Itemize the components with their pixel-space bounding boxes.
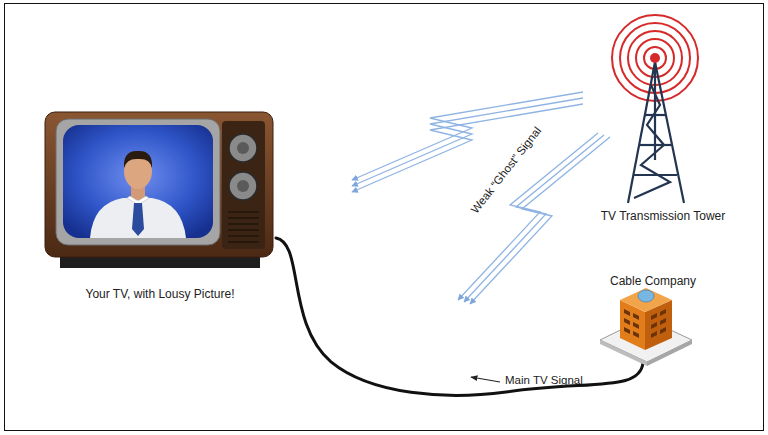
tv-set: Your TV, with Lousy Picture! [44, 110, 276, 305]
tower-lattice [628, 62, 684, 203]
tv-speaker-grille [228, 212, 259, 242]
node-caption: Your TV, with Lousy Picture! [24, 287, 296, 301]
tower-illustration [612, 15, 698, 203]
frame-border [5, 4, 764, 431]
direction-arrow [471, 377, 500, 382]
presenter-hair [124, 151, 152, 168]
presenter-tie [132, 203, 144, 236]
tv-control-panel [222, 121, 265, 249]
tv-screen [63, 125, 213, 238]
ghost-signal-bolt [352, 92, 583, 192]
tv-knob [229, 134, 257, 162]
cable-building-illustration [600, 288, 692, 366]
cable-company: Cable Company [606, 268, 700, 362]
tv-cabinet [45, 112, 273, 257]
building-windows [624, 309, 666, 338]
tv-bezel [56, 119, 220, 245]
tv-knob [229, 172, 257, 200]
edge-label: Main TV Signal [505, 373, 583, 387]
node-caption: TV Transmission Tower [578, 209, 748, 223]
signal-label: Weak “Ghost” Signal [468, 124, 544, 216]
node-caption: Cable Company [586, 274, 720, 288]
building-dome [638, 290, 654, 302]
signal-cable [276, 238, 643, 395]
building-roof [620, 288, 672, 312]
tv-illustration [45, 112, 273, 268]
tower-beacon [650, 53, 660, 63]
transmission-tower: TV Transmission Tower [598, 18, 728, 223]
presenter-shirt [90, 198, 186, 238]
ghost-signal-bolt [458, 133, 610, 304]
tv-knob-center [237, 180, 249, 192]
tv-knob-center [237, 142, 249, 154]
